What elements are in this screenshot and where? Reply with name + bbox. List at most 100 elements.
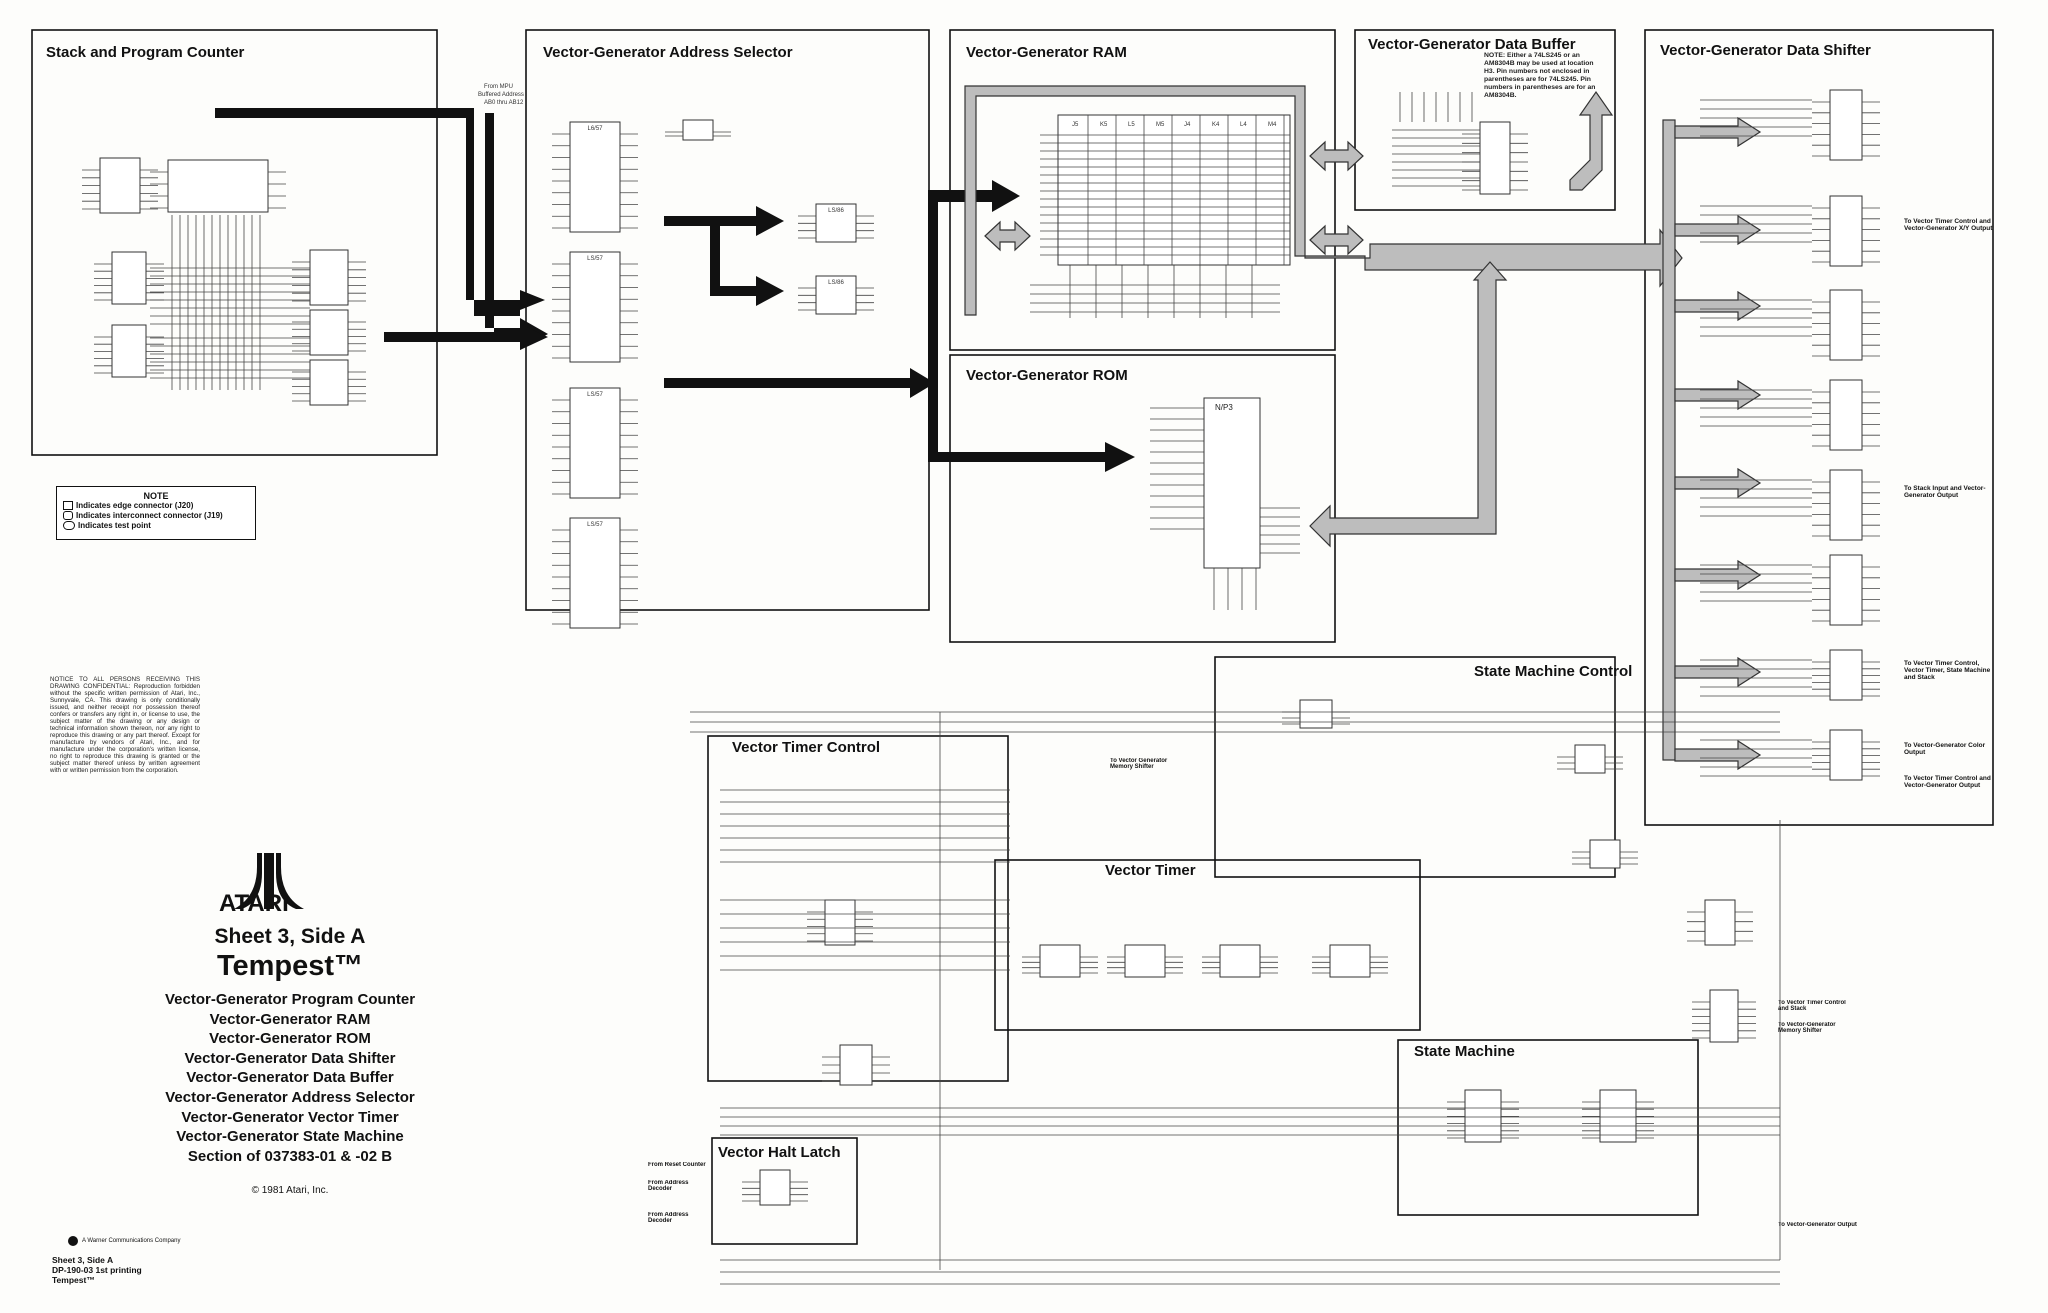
- from-mpu-1: From MPU: [484, 84, 513, 90]
- vtc-title: Vector Timer Control: [732, 739, 880, 756]
- stack-pc-title: Stack and Program Counter: [46, 44, 245, 61]
- timer-counter-2: [1107, 944, 1183, 978]
- data-buffer-frame: [1354, 29, 1616, 211]
- vt-title: Vector Timer: [1105, 862, 1196, 879]
- atari-logo-icon: [234, 853, 304, 909]
- shifter-chip: [1812, 289, 1880, 361]
- warner-logo-icon: [68, 1236, 78, 1246]
- sm-title: State Machine: [1414, 1043, 1515, 1060]
- square-symbol-icon: [63, 501, 73, 511]
- annotations: From MPU Buffered Address AB0 thru AB12 …: [478, 52, 1992, 1228]
- to-timer-sm-stack: To Vector Timer Control, Vector Timer, S…: [1904, 660, 1991, 681]
- shifter-chip: [1812, 729, 1880, 781]
- to-stack-output: To Stack Input and Vector-Generator Outp…: [1904, 485, 1986, 499]
- ram-chip-label: J5: [1072, 122, 1079, 128]
- note-item-interconnect: Indicates interconnect connector (J19): [63, 511, 255, 521]
- gray-bus-network: [964, 85, 1762, 771]
- note-item-edge: Indicates edge connector (J20): [63, 501, 255, 511]
- vtc-frame: [707, 735, 1009, 1082]
- timer-counter-4: [1312, 944, 1388, 978]
- ram-chip-label: M4: [1268, 122, 1277, 128]
- smc-chip-3: [1572, 839, 1638, 869]
- timer-counter-1: [1022, 944, 1098, 978]
- addr-sel-title: Vector-Generator Address Selector: [543, 44, 793, 61]
- stack-chip-3: [94, 324, 164, 378]
- ic-label: LS/86: [828, 280, 844, 286]
- pc-chip-2: [292, 309, 366, 356]
- smc-out-chip: [1687, 899, 1753, 946]
- ram-title: Vector-Generator RAM: [966, 44, 1127, 61]
- ram-array: J5 K5 L5 M5 J4 K4 L4 M4: [1040, 114, 1291, 266]
- timer-ctl-chip-2: [822, 1044, 890, 1086]
- stack-chip: [82, 157, 158, 214]
- from-reset: From Reset Counter: [648, 1162, 706, 1168]
- rom-chip-label: N/P3: [1215, 403, 1233, 412]
- counter-chip: [150, 159, 286, 213]
- to-timer-stack: To Vector Timer Control and Stack: [1778, 1000, 1846, 1012]
- address-mux-chip: LS/57: [552, 517, 638, 629]
- ic-label: L6/57: [587, 126, 603, 132]
- ram-chip-label: L4: [1240, 122, 1247, 128]
- ram-chip-label: K5: [1100, 122, 1108, 128]
- shifter-chip: [1812, 89, 1880, 161]
- wire-layer: [150, 92, 1812, 1285]
- data-buffer-title: Vector-Generator Data Buffer: [1368, 36, 1576, 53]
- note-title: NOTE: [143, 491, 169, 501]
- halt-latch-chip: [742, 1169, 808, 1206]
- output-chip: [1692, 989, 1756, 1043]
- vt-frame: [994, 859, 1421, 1031]
- data-shifter-title: Vector-Generator Data Shifter: [1660, 42, 1871, 59]
- sm-frame: [1397, 1039, 1699, 1216]
- warner-text: A Warner Communications Company: [82, 1238, 181, 1244]
- address-mux-chip: LS/57: [552, 251, 638, 363]
- buffer-note: NOTE: Either a 74LS245 or an AM8304B may…: [1484, 52, 1596, 99]
- ic-label: LS/57: [587, 522, 603, 528]
- from-addr-dec: From Address Decoder: [648, 1180, 689, 1192]
- address-mux-chip: L6/57: [552, 121, 638, 233]
- gate-chip: [665, 119, 731, 141]
- ic-label: LS/86: [828, 208, 844, 214]
- from-mpu-2: Buffered Address: [478, 92, 524, 98]
- note-item-testpoint: Indicates test point: [63, 521, 255, 531]
- copyright: © 1981 Atari, Inc.: [251, 1185, 329, 1196]
- address-mux-chip: LS/57: [552, 387, 638, 499]
- ram-chip-label: L5: [1128, 122, 1135, 128]
- sheet-id: Sheet 3, Side A: [214, 925, 366, 948]
- ram-chip-label: K4: [1212, 122, 1220, 128]
- shifter-chip: [1812, 469, 1880, 541]
- decoder-chip-2: LS/86: [798, 275, 874, 315]
- black-bus-network: [215, 108, 1135, 472]
- buffer-chip: [1462, 121, 1528, 195]
- ic-label: LS/57: [587, 256, 603, 262]
- to-memory-shifter2: To Vector-Generator Memory Shifter: [1778, 1022, 1836, 1034]
- rom-chip: N/P3: [1203, 397, 1261, 569]
- smc-title: State Machine Control: [1474, 663, 1632, 680]
- shifter-chip: [1812, 649, 1880, 701]
- from-addr-dec2: From Address Decoder: [648, 1212, 689, 1224]
- timer-counter-3: [1202, 944, 1278, 978]
- state-chip-1: [1447, 1089, 1519, 1143]
- stack-chip-2: [94, 251, 164, 305]
- rom-frame: [949, 354, 1336, 643]
- timer-ctl-chip: [807, 899, 873, 946]
- shifter-chip: [1812, 195, 1880, 267]
- ram-chip-label: M5: [1156, 122, 1165, 128]
- pc-chip-3: [292, 359, 366, 406]
- pc-chip-1: [292, 249, 366, 306]
- vhl-frame: [711, 1137, 858, 1245]
- to-output: To Vector-Generator Output: [1778, 1222, 1857, 1228]
- pill-symbol-icon: [63, 521, 75, 531]
- ram-chip-label: J4: [1184, 122, 1191, 128]
- octagon-symbol-icon: [63, 511, 73, 521]
- smc-chip-2: [1557, 744, 1623, 774]
- to-color-output: To Vector-Generator Color Output: [1904, 742, 1986, 756]
- to-memory-shifter: To Vector Generator Memory Shifter: [1110, 758, 1168, 770]
- shifter-chip: [1812, 379, 1880, 451]
- state-chip-2: [1582, 1089, 1654, 1143]
- brand-name: ATARI: [219, 890, 289, 917]
- data-shifter-frame: [1644, 29, 1994, 826]
